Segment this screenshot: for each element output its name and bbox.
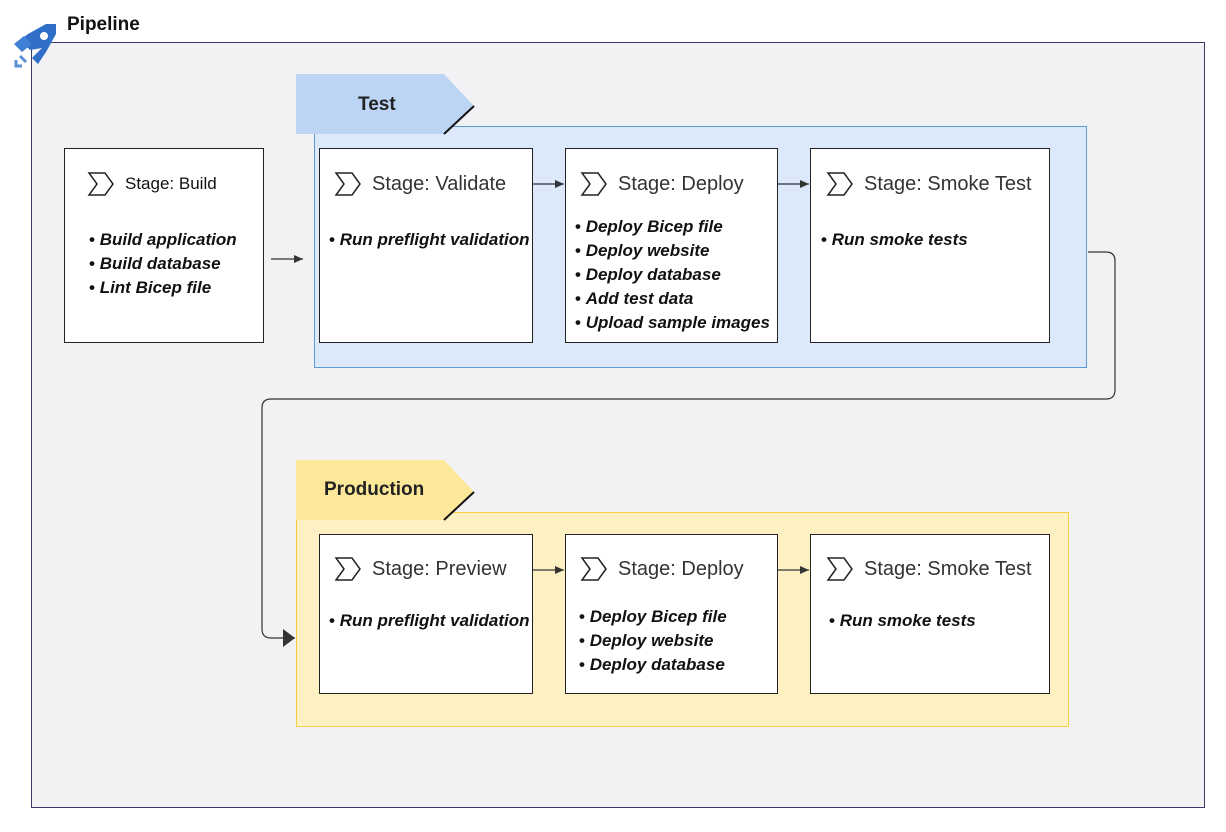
stage-build[interactable]: Stage: Build Build application Build dat… [64, 148, 264, 343]
stage-chevron-icon [580, 557, 607, 581]
list-item: Build database [89, 252, 237, 276]
list-item: Build application [89, 228, 237, 252]
test-group-label: Test [358, 94, 396, 115]
list-item: Run smoke tests [821, 228, 968, 252]
stage-test-smoke-title: Stage: Smoke Test [864, 172, 1032, 195]
stage-test-smoke[interactable]: Stage: Smoke Test Run smoke tests [810, 148, 1050, 343]
stage-validate[interactable]: Stage: Validate Run preflight validation [319, 148, 533, 343]
stage-chevron-icon [334, 557, 361, 581]
azure-pipelines-rocket-icon [14, 24, 56, 68]
list-item: Deploy database [575, 263, 770, 287]
production-group-label: Production [324, 479, 425, 500]
test-group-tab [296, 74, 475, 135]
stage-prod-deploy[interactable]: Stage: Deploy Deploy Bicep file Deploy w… [565, 534, 778, 694]
stage-chevron-icon [580, 172, 607, 196]
stage-build-title: Stage: Build [125, 174, 217, 193]
list-item: Run preflight validation [329, 228, 530, 252]
production-group-tab [296, 460, 475, 521]
stage-chevron-icon [826, 557, 853, 581]
stage-prod-smoke[interactable]: Stage: Smoke Test Run smoke tests [810, 534, 1050, 694]
list-item: Deploy Bicep file [579, 605, 727, 629]
stage-chevron-icon [87, 172, 114, 196]
stage-preview-title: Stage: Preview [372, 557, 507, 580]
stage-validate-title: Stage: Validate [372, 172, 507, 195]
stage-preview[interactable]: Stage: Preview Run preflight validation [319, 534, 533, 694]
list-item: Upload sample images [575, 311, 770, 335]
list-item: Deploy Bicep file [575, 215, 770, 239]
list-item: Add test data [575, 287, 770, 311]
list-item: Run smoke tests [829, 609, 976, 633]
arrow-test-to-production [261, 251, 1116, 647]
stage-test-deploy-title: Stage: Deploy [618, 172, 744, 195]
stage-chevron-icon [826, 172, 853, 196]
list-item: Deploy website [579, 629, 727, 653]
pipeline-title: Pipeline [67, 14, 140, 35]
list-item: Deploy website [575, 239, 770, 263]
list-item: Deploy database [579, 653, 727, 677]
stage-prod-deploy-title: Stage: Deploy [618, 557, 744, 580]
list-item: Run preflight validation [329, 609, 530, 633]
stage-prod-smoke-title: Stage: Smoke Test [864, 557, 1032, 580]
stage-test-deploy[interactable]: Stage: Deploy Deploy Bicep file Deploy w… [565, 148, 778, 343]
stage-chevron-icon [334, 172, 361, 196]
list-item: Lint Bicep file [89, 276, 237, 300]
